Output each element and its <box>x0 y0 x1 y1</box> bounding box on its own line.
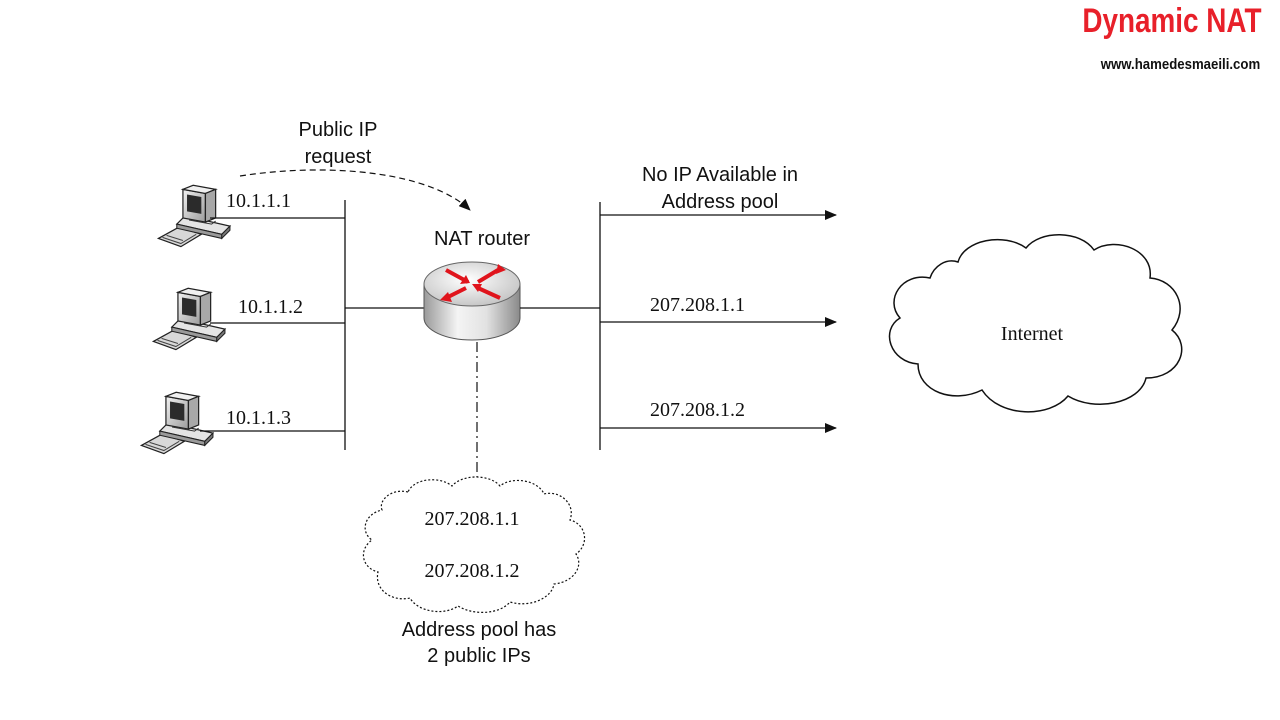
output-ip1: 207.208.1.1 <box>600 294 837 327</box>
pool-caption-line1: Address pool has <box>402 619 557 641</box>
computer-icon <box>140 391 214 455</box>
host-2: 10.1.1.2 <box>152 287 345 351</box>
host-ip-label: 10.1.1.3 <box>226 407 291 429</box>
host-ip-label: 10.1.1.1 <box>226 190 291 212</box>
host-1: 10.1.1.1 <box>157 184 345 248</box>
slide-title: Dynamic NAT <box>1082 2 1262 40</box>
request-label-line1: Public IP <box>299 119 378 141</box>
computer-icon <box>152 287 226 351</box>
pool-caption-line2: 2 public IPs <box>427 645 530 667</box>
output-none-line1: No IP Available in <box>642 164 798 186</box>
pool-ip-label: 207.208.1.2 <box>425 560 520 582</box>
output-ip-label: 207.208.1.1 <box>650 294 745 316</box>
pool-ip-label: 207.208.1.1 <box>425 508 520 530</box>
router-icon <box>423 261 521 341</box>
internet-label: Internet <box>1001 323 1064 345</box>
output-none: No IP Available in Address pool <box>600 164 837 220</box>
request-label-line2: request <box>305 146 372 168</box>
address-pool-cloud: 207.208.1.1 207.208.1.2 <box>362 476 586 613</box>
computer-icon <box>157 184 231 248</box>
cloud-icon <box>362 476 586 613</box>
output-ip-label: 207.208.1.2 <box>650 399 745 421</box>
host-3: 10.1.1.3 <box>140 391 345 455</box>
router-label: NAT router <box>434 228 530 250</box>
internet-cloud: Internet <box>888 234 1183 413</box>
output-none-line2: Address pool <box>662 191 779 213</box>
website-url: www.hamedesmaeili.com <box>1100 56 1260 73</box>
output-ip2: 207.208.1.2 <box>600 399 837 433</box>
host-ip-label: 10.1.1.2 <box>238 296 303 318</box>
cloud-icon <box>888 234 1183 413</box>
request-dashed-arrow <box>239 169 471 211</box>
